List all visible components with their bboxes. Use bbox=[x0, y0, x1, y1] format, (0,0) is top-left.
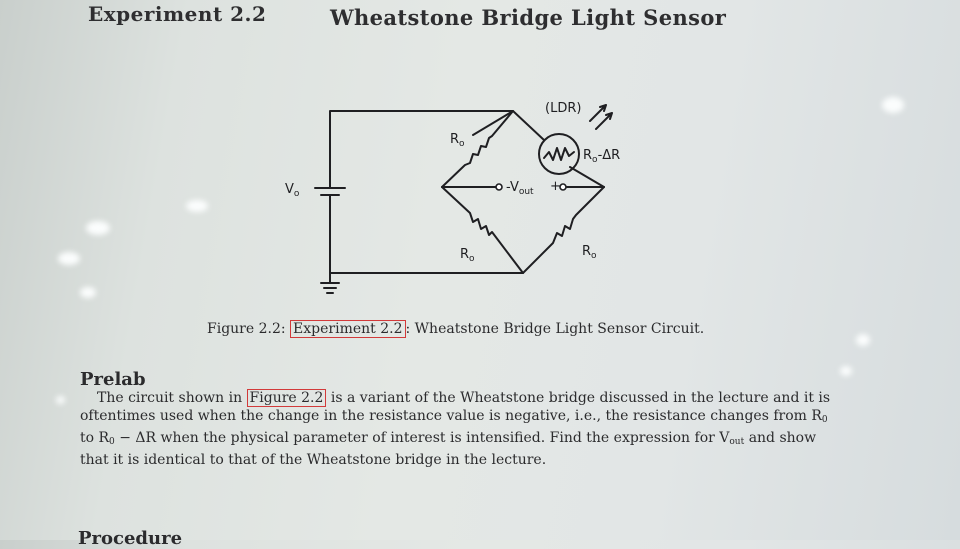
paragraph-line: The circuit shown in Figure 2.2 is a var… bbox=[80, 389, 880, 407]
text-span: and show bbox=[748, 430, 817, 446]
prelab-heading: Prelab bbox=[80, 369, 146, 390]
ldr-value-label: Ro-ΔR bbox=[583, 148, 620, 165]
resistor-top-left bbox=[441, 110, 514, 188]
glare-spot bbox=[80, 287, 96, 298]
light-arrows-icon bbox=[589, 104, 613, 130]
resistor-bottom-right bbox=[522, 186, 605, 274]
page-title: Wheatstone Bridge Light Sensor bbox=[330, 5, 727, 30]
bottom-wire bbox=[329, 224, 524, 274]
next-section-heading: Procedure bbox=[78, 528, 183, 549]
figure-caption: Figure 2.2: Experiment 2.2: Wheatstone B… bbox=[207, 320, 705, 338]
r0-label-top-left: Ro bbox=[450, 132, 465, 149]
battery-symbol bbox=[314, 176, 346, 226]
ldr-circle bbox=[538, 133, 580, 175]
prelab-paragraph: The circuit shown in Figure 2.2 is a var… bbox=[80, 389, 880, 469]
subscript: 0 bbox=[109, 437, 115, 447]
caption-suffix: : Wheatstone Bridge Light Sensor Circuit… bbox=[405, 321, 705, 337]
top-wire bbox=[329, 110, 514, 178]
vout-label: -Vout bbox=[506, 180, 534, 197]
glare-spot bbox=[56, 396, 65, 404]
glare-spot bbox=[882, 97, 904, 113]
source-label: Vo bbox=[285, 182, 300, 199]
ground-symbol bbox=[320, 272, 340, 294]
experiment-label: Experiment 2.2 bbox=[88, 2, 267, 26]
ldr-zigzag bbox=[543, 147, 575, 161]
text-span: to R bbox=[80, 430, 110, 446]
glare-spot bbox=[840, 366, 852, 376]
resistor-bottom-left bbox=[441, 186, 524, 274]
figure-reference-link[interactable]: Figure 2.2 bbox=[246, 389, 327, 407]
subscript: out bbox=[729, 437, 745, 447]
r0-label-bottom-right: Ro bbox=[582, 244, 597, 261]
ldr-label: (LDR) bbox=[545, 101, 581, 116]
ldr-arm bbox=[512, 110, 605, 188]
text-span: The circuit shown in bbox=[97, 390, 243, 406]
subscript: 0 bbox=[821, 415, 828, 425]
glare-spot bbox=[186, 200, 208, 212]
text-span: − ΔR when the physical parameter of inte… bbox=[119, 430, 730, 446]
r0-label-bottom-left: Ro bbox=[460, 247, 475, 264]
glare-spot bbox=[58, 252, 80, 265]
glare-spot bbox=[856, 334, 870, 346]
wheatstone-bridge-diagram: (LDR) Ro Ro-ΔR -Vout + Vo Ro Ro bbox=[285, 101, 620, 294]
caption-prefix: Figure 2.2: bbox=[207, 321, 286, 337]
paragraph-line: to R0 − ΔR when the physical parameter o… bbox=[80, 429, 880, 451]
vout-plus-sign: + bbox=[550, 179, 561, 194]
text-span: oftentimes used when the change in the r… bbox=[80, 408, 822, 424]
paragraph-line: that it is identical to that of the Whea… bbox=[80, 452, 547, 468]
glare-spot bbox=[86, 221, 110, 235]
paragraph-line: oftentimes used when the change in the r… bbox=[80, 407, 880, 429]
experiment-reference-link[interactable]: Experiment 2.2 bbox=[290, 320, 406, 338]
vout-terminal-right bbox=[559, 183, 567, 191]
vout-terminal-left bbox=[495, 183, 503, 191]
text-span: is a variant of the Wheatstone bridge di… bbox=[330, 390, 831, 406]
